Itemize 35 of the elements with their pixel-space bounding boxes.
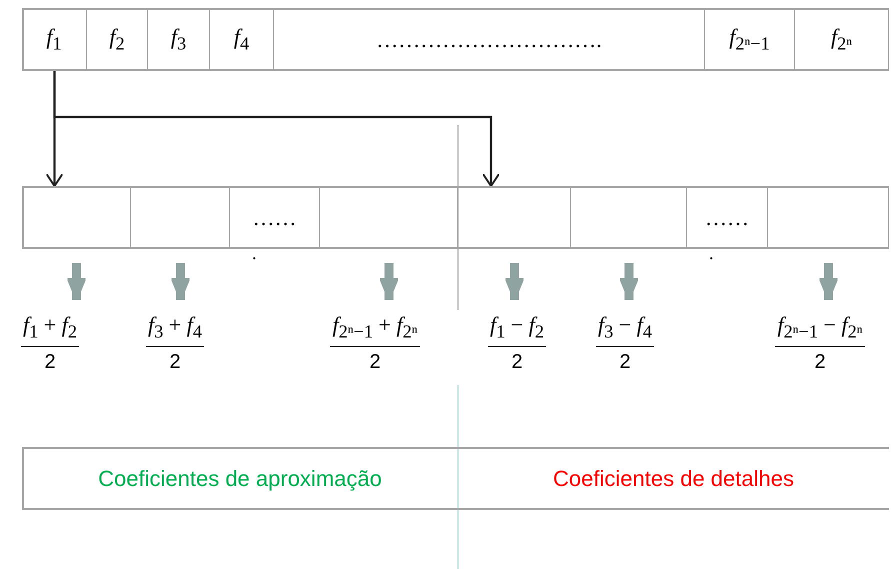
block-arrow bbox=[66, 263, 86, 301]
variable-label: f$_{2ⁿ}$ bbox=[830, 24, 852, 55]
arrow bbox=[53, 71, 500, 187]
block-arrow bbox=[170, 263, 190, 301]
block-arrow bbox=[379, 263, 399, 301]
variable-label: f$_{2ⁿ−1}$ bbox=[729, 24, 770, 55]
block-arrow bbox=[619, 263, 639, 301]
dot-mark: . bbox=[709, 243, 714, 264]
array-row bbox=[22, 447, 889, 510]
denominator-number: 2 bbox=[369, 350, 381, 374]
variable-label: f$_{2}$ bbox=[109, 24, 125, 55]
denominator-number: 2 bbox=[511, 350, 523, 374]
numerator-formula: f$_{3}$ − f$_{4}$ bbox=[596, 312, 654, 348]
array-row bbox=[22, 186, 889, 249]
array-row bbox=[22, 8, 889, 71]
denominator-number: 2 bbox=[814, 350, 826, 374]
denominator-number: 2 bbox=[44, 350, 56, 374]
block-arrow bbox=[504, 263, 524, 301]
numerator-formula: f$_{1}$ + f$_{2}$ bbox=[20, 312, 79, 348]
section-label: Coeficientes de aproximação bbox=[98, 466, 382, 492]
dot-mark: . bbox=[252, 243, 256, 264]
section-label: Coeficientes de detalhes bbox=[553, 466, 794, 492]
variable-label: …………………………. bbox=[376, 26, 602, 52]
variable-label: …… bbox=[252, 204, 296, 230]
denominator-number: 2 bbox=[619, 350, 631, 374]
variable-label: f$_{1}$ bbox=[46, 24, 62, 55]
variable-label: f$_{4}$ bbox=[234, 24, 250, 55]
variable-label: f$_{3}$ bbox=[170, 24, 186, 55]
numerator-formula: f$_{1}$ − f$_{2}$ bbox=[488, 312, 546, 348]
numerator-formula: f$_{2ⁿ−1}$ − f$_{2ⁿ}$ bbox=[775, 312, 865, 348]
denominator-number: 2 bbox=[169, 350, 181, 374]
numerator-formula: f$_{2ⁿ−1}$ + f$_{2ⁿ}$ bbox=[330, 312, 420, 348]
numerator-formula: f$_{3}$ + f$_{4}$ bbox=[146, 312, 204, 348]
block-arrow bbox=[818, 263, 838, 301]
variable-label: …… bbox=[705, 204, 749, 230]
